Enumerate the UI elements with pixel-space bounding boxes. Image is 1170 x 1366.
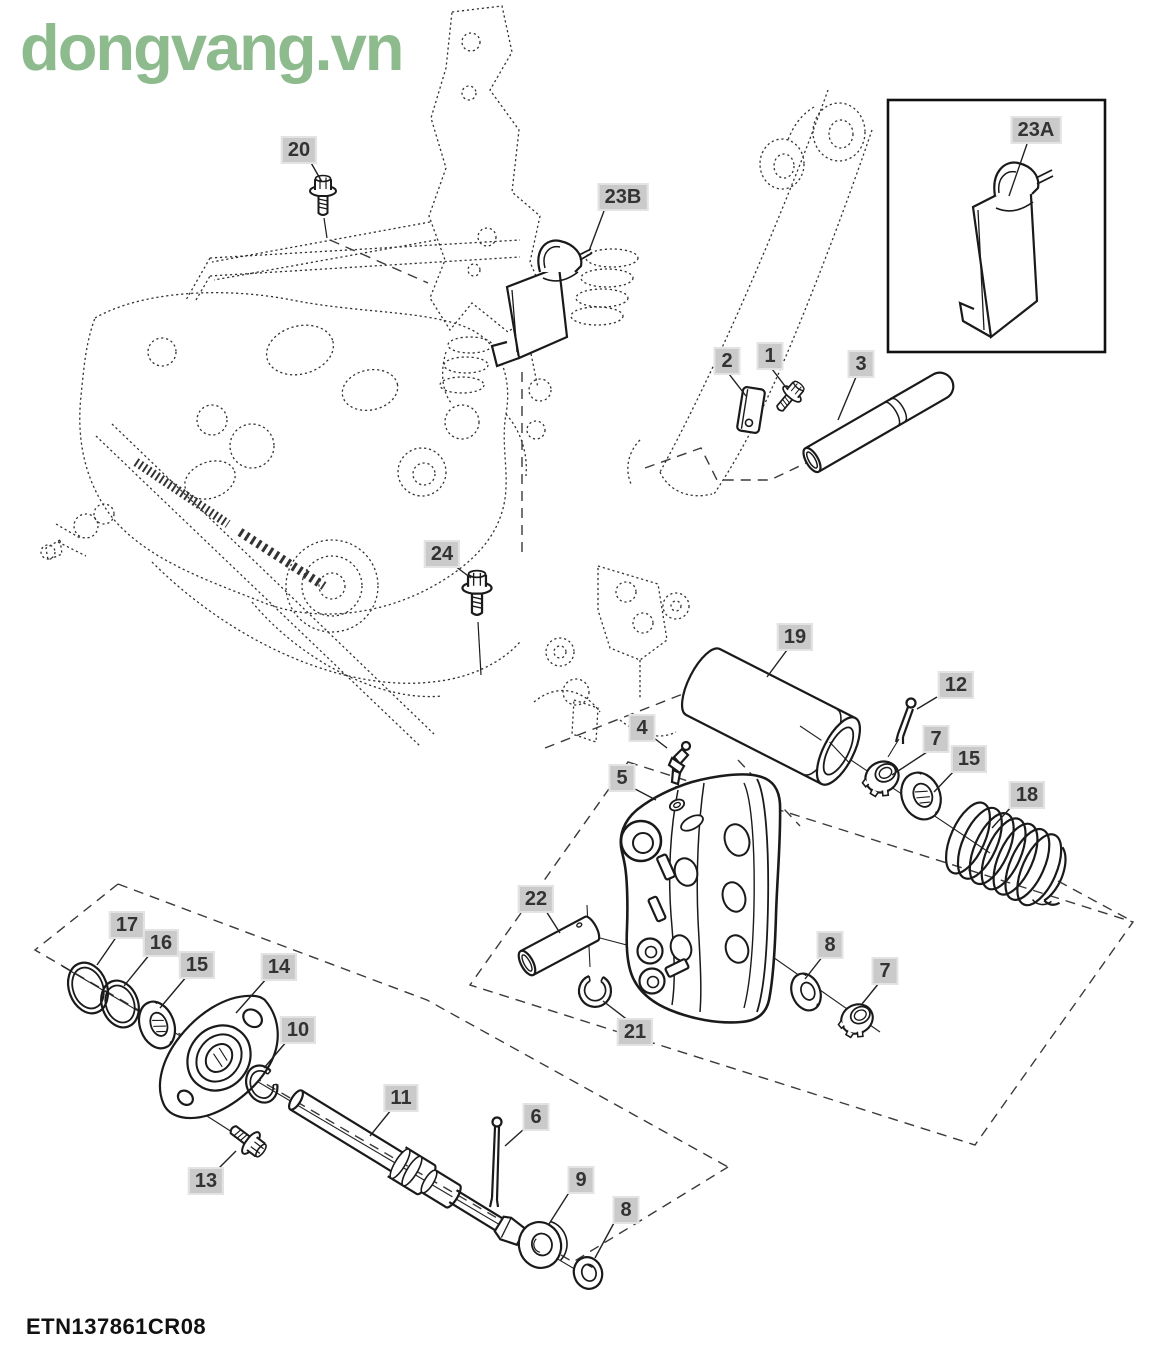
part-shaft-11 [287,1089,527,1247]
solid-parts [66,174,1067,1290]
part-callout-10-22: 10 [279,1016,317,1044]
phantom-boundary-boxes [33,239,1135,1263]
phantom-assembly-art [40,5,873,747]
part-callout-11-23: 11 [383,1084,419,1112]
part-castle-nut-7-lower [837,1003,874,1039]
part-callout-3-5: 3 [847,350,875,378]
part-plate-2 [736,386,766,434]
watermark-text: dongvang.vn [20,11,404,84]
part-clip-21 [577,974,613,1008]
part-callout-18-11: 18 [1008,781,1046,809]
part-pin-3 [802,371,955,474]
part-snap-ring-10 [245,1064,279,1104]
part-callout-15-20: 15 [178,951,216,979]
part-flange-14 [158,994,279,1120]
part-callout-22-14: 22 [517,885,555,913]
part-cotter-pin-6 [488,1116,503,1208]
part-washer-8-upper [790,972,822,1012]
part-bushing-9 [517,1220,568,1269]
callout-leader-lines [96,143,1028,1259]
part-callout-8-27: 8 [612,1196,640,1224]
part-callout-2-3: 2 [713,347,741,375]
part-washer-8-lower [572,1256,604,1290]
part-bolt-20 [308,174,338,217]
part-washer-15-lower [137,1000,177,1050]
drawing-code: ETN137861CR08 [26,1314,207,1339]
part-bolt-24-drop-line [477,621,482,676]
part-grease-fitting-4 [667,740,692,801]
part-callout-6-25: 6 [522,1103,550,1131]
part-spring-18 [944,801,1067,907]
part-bolt-24 [461,569,493,617]
part-callout-1-4: 1 [756,342,784,370]
part-callout-23B-1: 23B [597,183,649,211]
part-bolt-20-drop-line [323,217,328,239]
part-callout-19-7: 19 [776,623,814,651]
part-callout-4-12: 4 [628,714,656,742]
part-bushing-19 [680,647,861,786]
part-castle-nut-7-upper [861,760,900,798]
part-callout-20-0: 20 [280,136,318,164]
part-callout-15-10: 15 [950,745,988,773]
part-washer-15-upper [900,771,942,821]
part-callout-24-6: 24 [423,540,461,568]
part-cotter-pin-12 [894,697,917,744]
part-callout-21-17: 21 [616,1018,654,1046]
phantom-transmission [40,292,552,747]
phantom-top-bracket [428,5,548,333]
part-housing-5 [619,773,782,1024]
part-callout-9-26: 9 [567,1166,595,1194]
part-plate-clip-23A [958,161,1054,340]
phantom-mid-frame [533,565,690,743]
assembly-axis-lines [61,725,991,1285]
part-callout-12-8: 12 [937,671,975,699]
part-callout-13-24: 13 [187,1167,225,1195]
phantom-top-rail [185,221,521,301]
part-callout-23A-2: 23A [1010,116,1062,144]
part-callout-5-13: 5 [608,764,636,792]
part-bolt-1 [769,375,810,418]
part-callout-14-21: 14 [260,953,298,981]
inset-detail-box [886,98,1107,354]
part-callout-16-19: 16 [142,929,180,957]
part-o-ring-17 [66,961,110,1015]
part-callout-8-15: 8 [816,931,844,959]
part-plate-clip-23B [490,239,593,368]
part-o-ring-16 [100,979,140,1029]
part-pin-22 [517,915,601,977]
part-callout-17-18: 17 [108,911,146,939]
part-callout-7-9: 7 [922,725,950,753]
part-callout-7-16: 7 [871,957,899,985]
phantom-lift-arm [627,89,873,497]
